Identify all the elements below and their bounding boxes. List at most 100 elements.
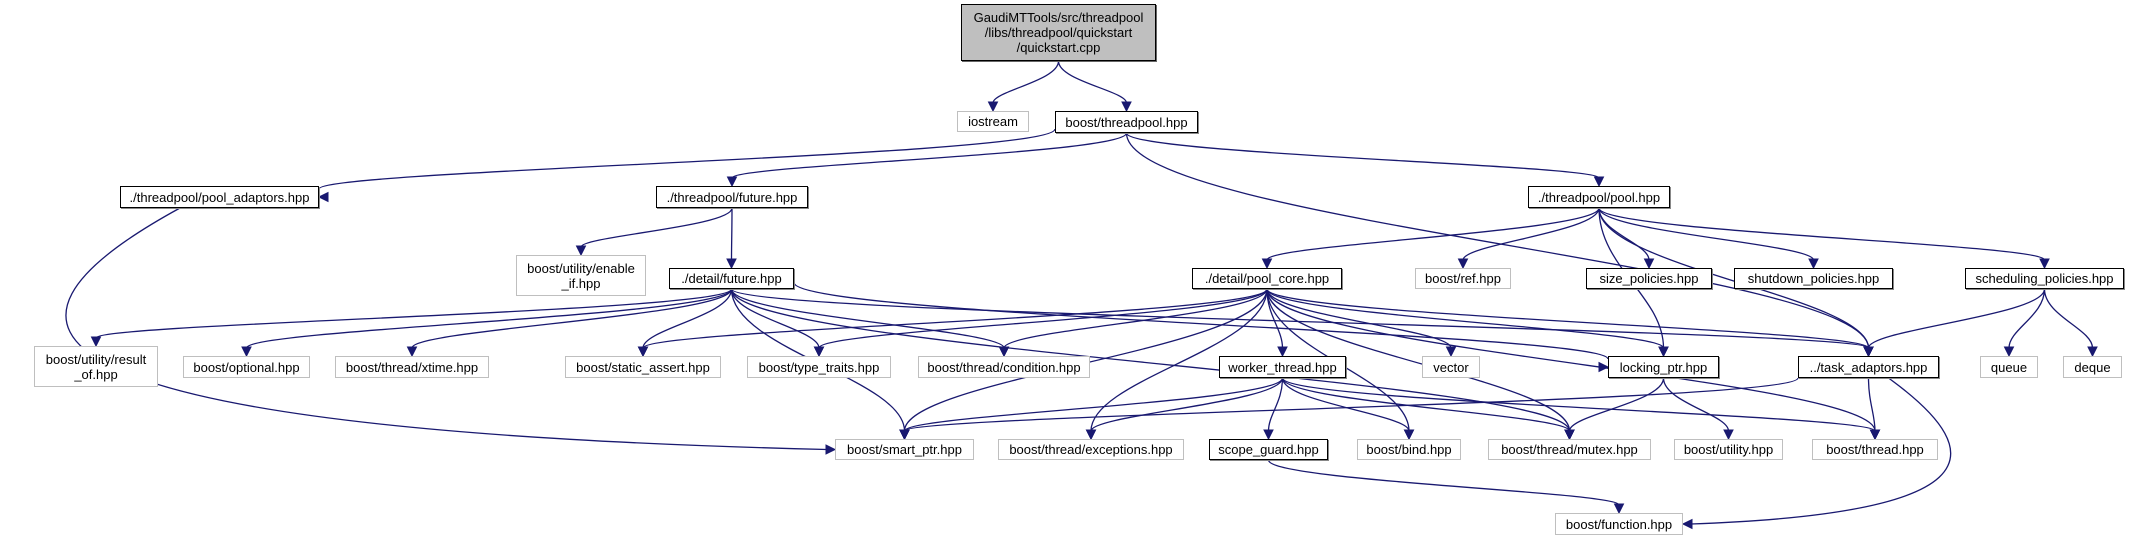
node-task-adaptors[interactable]: ../task_adaptors.hpp [1798, 356, 1939, 378]
arrowhead-icon [1445, 346, 1457, 358]
edge-worker_thread-to-thread [1281, 377, 1876, 432]
node-detail-future[interactable]: ./detail/future.hpp [669, 268, 794, 289]
arrowhead-icon [1403, 429, 1415, 441]
edge-pool_core-to-static_assert [642, 288, 1268, 349]
node-pool[interactable]: ./threadpool/pool.hpp [1528, 186, 1670, 208]
node-utility[interactable]: boost/utility.hpp [1674, 439, 1783, 460]
edge-detail_future-to-static_assert [642, 288, 733, 349]
edge-detail_future-to-result_of [95, 288, 733, 339]
arrowhead-icon [2087, 346, 2098, 358]
node-tp-future[interactable]: ./threadpool/future.hpp [656, 186, 808, 208]
arrowhead-icon [1863, 346, 1874, 358]
node-thread[interactable]: boost/thread.hpp [1812, 439, 1938, 460]
edge-detail_future-to-condition [730, 288, 1005, 349]
edge-threadpool-to-pool [1125, 132, 1600, 179]
edge-pool-to-task_adaptors [1598, 207, 1870, 349]
edge-pool-to-shutdown_policies [1598, 207, 1815, 261]
arrowhead-icon [1085, 429, 1097, 441]
node-size-policies[interactable]: size_policies.hpp [1586, 268, 1712, 289]
edge-pool_core-to-type_traits [818, 288, 1268, 349]
arrowhead-icon [899, 429, 910, 441]
arrowhead-icon [1121, 101, 1132, 113]
edge-pool-to-pool_core [1266, 207, 1600, 261]
edge-worker_thread-to-smart_ptr [903, 377, 1284, 432]
arrowhead-icon [825, 444, 837, 455]
node-threadpool[interactable]: boost/threadpool.hpp [1055, 111, 1198, 133]
arrowhead-icon [90, 336, 102, 348]
node-smart-ptr[interactable]: boost/smart_ptr.hpp [835, 439, 974, 460]
edge-detail_future-to-locking_ptr [793, 281, 1609, 360]
edge-threadpool-to-pool_adaptors [318, 128, 1056, 190]
node-iostream[interactable]: iostream [957, 111, 1029, 132]
edge-detail_future-to-task_adaptors [730, 288, 1870, 349]
node-scheduling-policies[interactable]: scheduling_policies.hpp [1965, 268, 2124, 289]
arrowhead-icon [1808, 258, 1819, 270]
edge-detail_future-to-xtime [411, 288, 733, 349]
arrowhead-icon [1261, 258, 1273, 270]
edge-detail_future-to-optional [245, 288, 733, 349]
arrowhead-icon [1277, 346, 1288, 358]
node-pool-adaptors[interactable]: ./threadpool/pool_adaptors.hpp [120, 186, 319, 208]
edge-locking_ptr-to-mutex [1568, 377, 1665, 432]
edge-pool_core-to-task_adaptors [1266, 288, 1870, 349]
edge-scheduling_policies-to-task_adaptors [1867, 288, 2046, 349]
node-static-assert[interactable]: boost/static_assert.hpp [565, 356, 721, 378]
node-queue[interactable]: queue [1980, 356, 2038, 378]
edge-detail_future-to-type_traits [730, 288, 820, 349]
node-exceptions[interactable]: boost/thread/exceptions.hpp [998, 439, 1184, 460]
arrowhead-icon [1564, 429, 1575, 441]
edge-task_adaptors-to-smart_ptr [903, 377, 1799, 432]
node-worker-thread[interactable]: worker_thread.hpp [1219, 356, 1346, 378]
arrowhead-icon [813, 346, 825, 358]
edge-root-to-iostream [992, 60, 1060, 104]
edge-tp_future-to-enable_if [580, 207, 733, 248]
node-enable-if[interactable]: boost/utility/enable _if.hpp [516, 255, 646, 296]
arrowhead-icon [1869, 429, 1881, 441]
node-pool-core[interactable]: ./detail/pool_core.hpp [1192, 268, 1342, 289]
arrowhead-icon [987, 101, 999, 113]
arrowhead-icon [1263, 429, 1274, 441]
arrowhead-icon [1723, 429, 1734, 441]
node-locking-ptr[interactable]: locking_ptr.hpp [1608, 356, 1719, 378]
node-result-of[interactable]: boost/utility/result _of.hpp [34, 346, 158, 387]
arrowhead-icon [1643, 258, 1655, 270]
node-root[interactable]: GaudiMTTools/src/threadpool /libs/thread… [961, 4, 1156, 61]
node-ref[interactable]: boost/ref.hpp [1415, 268, 1511, 289]
arrowhead-icon [1681, 518, 1693, 530]
node-type-traits[interactable]: boost/type_traits.hpp [747, 356, 891, 378]
node-shutdown-policies[interactable]: shutdown_policies.hpp [1734, 268, 1893, 289]
arrowhead-icon [2039, 258, 2050, 270]
arrowhead-icon [1613, 503, 1625, 515]
edge-locking_ptr-to-utility [1662, 377, 1730, 432]
edge-worker_thread-to-bind [1281, 377, 1410, 432]
edge-threadpool-to-tp_future [731, 132, 1128, 179]
edge-scope_guard-to-function [1267, 459, 1620, 506]
edge-pool_core-to-condition [1003, 288, 1268, 349]
arrowhead-icon [998, 346, 1010, 358]
node-bind[interactable]: boost/bind.hpp [1357, 439, 1461, 460]
edge-pool-to-scheduling_policies [1598, 207, 2046, 261]
node-vector[interactable]: vector [1422, 356, 1480, 378]
node-condition[interactable]: boost/thread/condition.hpp [918, 356, 1090, 378]
edge-pool_core-to-vector [1266, 288, 1452, 349]
edge-pool-to-ref [1462, 207, 1600, 261]
arrowhead-icon [406, 346, 418, 358]
node-optional[interactable]: boost/optional.hpp [183, 356, 310, 378]
node-scope-guard[interactable]: scope_guard.hpp [1209, 439, 1328, 460]
edge-pool_core-to-thread [1266, 288, 1876, 432]
edge-detail_future-to-mutex [730, 288, 1571, 432]
node-mutex[interactable]: boost/thread/mutex.hpp [1488, 439, 1651, 460]
node-function[interactable]: boost/function.hpp [1555, 513, 1683, 535]
node-deque[interactable]: deque [2063, 356, 2122, 378]
edge-pool_core-to-mutex [1266, 288, 1571, 432]
edge-pool_core-to-exceptions [1090, 288, 1268, 432]
arrowhead-icon [241, 346, 252, 358]
node-xtime[interactable]: boost/thread/xtime.hpp [335, 356, 489, 378]
edge-worker_thread-to-exceptions [1090, 377, 1284, 432]
edge-task_adaptors-to-thread [1867, 377, 1876, 432]
edge-scheduling_policies-to-deque [2043, 288, 2094, 349]
arrowhead-icon [637, 346, 649, 358]
edge-pool_core-to-locking_ptr [1266, 288, 1665, 349]
